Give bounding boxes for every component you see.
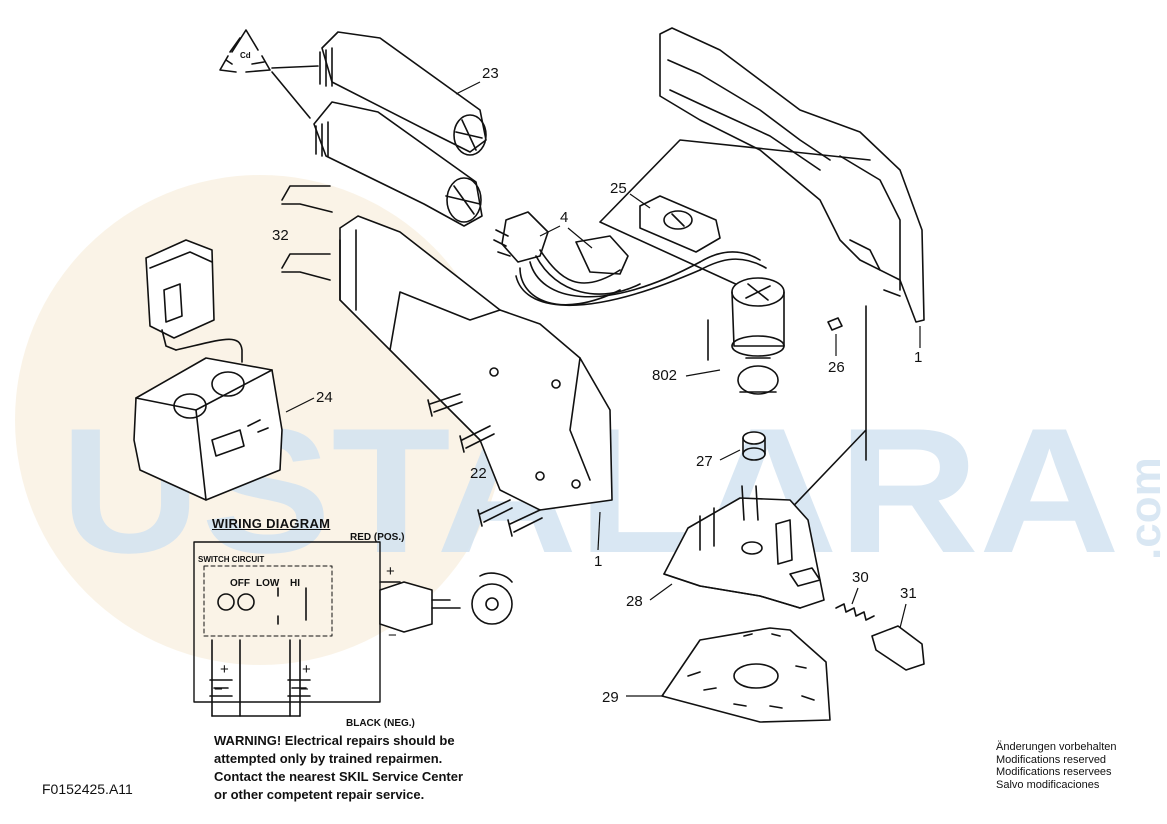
part-label-1-right: 1 bbox=[914, 349, 922, 366]
battery-pack-lower bbox=[313, 101, 483, 227]
warning-line: Contact the nearest SKIL Service Center bbox=[214, 769, 464, 784]
platen bbox=[663, 485, 825, 609]
part-label-23: 23 bbox=[482, 65, 499, 82]
recycle-icon bbox=[219, 29, 271, 73]
watermark-suffix: .com bbox=[1121, 457, 1167, 560]
warning-line: WARNING! Electrical repairs should be bbox=[214, 733, 455, 748]
part-label-24: 24 bbox=[316, 389, 333, 406]
red-pos-label: RED (POS.) bbox=[350, 532, 404, 543]
low-label: LOW bbox=[256, 578, 280, 589]
lever bbox=[871, 625, 925, 671]
off-label: OFF bbox=[230, 578, 250, 589]
hi-label: HI bbox=[290, 578, 300, 589]
battery-charger bbox=[133, 357, 283, 501]
charger-adapter bbox=[145, 239, 243, 363]
black-neg-label: BLACK (NEG.) bbox=[346, 718, 415, 729]
part-label-31: 31 bbox=[900, 585, 917, 602]
part-label-4: 4 bbox=[560, 209, 568, 226]
switch-button bbox=[639, 195, 721, 253]
part-label-26: 26 bbox=[828, 359, 845, 376]
pin bbox=[827, 317, 843, 331]
svg-text:−: − bbox=[214, 681, 223, 698]
modifications-notice: Änderungen vorbehalten Modifications res… bbox=[996, 741, 1116, 791]
svg-text:+: + bbox=[302, 661, 311, 678]
svg-text:−: − bbox=[300, 681, 309, 698]
part-label-802: 802 bbox=[652, 367, 677, 384]
sanding-pad bbox=[661, 627, 831, 723]
svg-text:−: − bbox=[388, 627, 397, 644]
part-label-25: 25 bbox=[610, 180, 627, 197]
switch-circuit-label: SWITCH CIRCUIT bbox=[198, 555, 264, 564]
contact-bracket-lower bbox=[281, 253, 331, 281]
assembly-leader-lines bbox=[599, 139, 871, 521]
svg-text:+: + bbox=[220, 661, 229, 678]
battery-pointer-lines bbox=[271, 65, 319, 119]
bushing bbox=[742, 431, 766, 461]
switch-assembly bbox=[493, 211, 767, 307]
modifications-line: Modifications reservees bbox=[996, 766, 1112, 779]
modifications-line: Modifications reserved bbox=[996, 753, 1107, 766]
modifications-line: Änderungen vorbehalten bbox=[996, 741, 1117, 753]
modifications-line: Salvo modificaciones bbox=[996, 778, 1100, 791]
housing-left bbox=[339, 215, 613, 511]
part-label-28: 28 bbox=[626, 593, 643, 610]
spring bbox=[835, 603, 875, 621]
part-label-22: 22 bbox=[470, 465, 487, 482]
part-label-27: 27 bbox=[696, 453, 713, 470]
part-label-1-left: 1 bbox=[594, 553, 602, 570]
wiring-diagram-title: WIRING DIAGRAM bbox=[212, 516, 331, 531]
document-code: F0152425.A11 bbox=[42, 781, 133, 797]
warning-line: attempted only by trained repairmen. bbox=[214, 751, 443, 766]
svg-text:+: + bbox=[386, 563, 395, 580]
recycle-label: Cd bbox=[240, 51, 251, 60]
battery-pack-upper bbox=[319, 31, 487, 156]
part-label-32: 32 bbox=[272, 227, 289, 244]
wiring-diagram bbox=[193, 541, 513, 717]
part-label-29: 29 bbox=[602, 689, 619, 706]
warning-text: WARNING! Electrical repairs should be at… bbox=[214, 732, 463, 804]
contact-bracket-upper bbox=[281, 185, 333, 213]
part-label-30: 30 bbox=[852, 569, 869, 586]
housing-right bbox=[659, 27, 925, 323]
screws bbox=[427, 393, 543, 537]
motor bbox=[731, 277, 785, 395]
warning-line: or other competent repair service. bbox=[214, 787, 425, 802]
